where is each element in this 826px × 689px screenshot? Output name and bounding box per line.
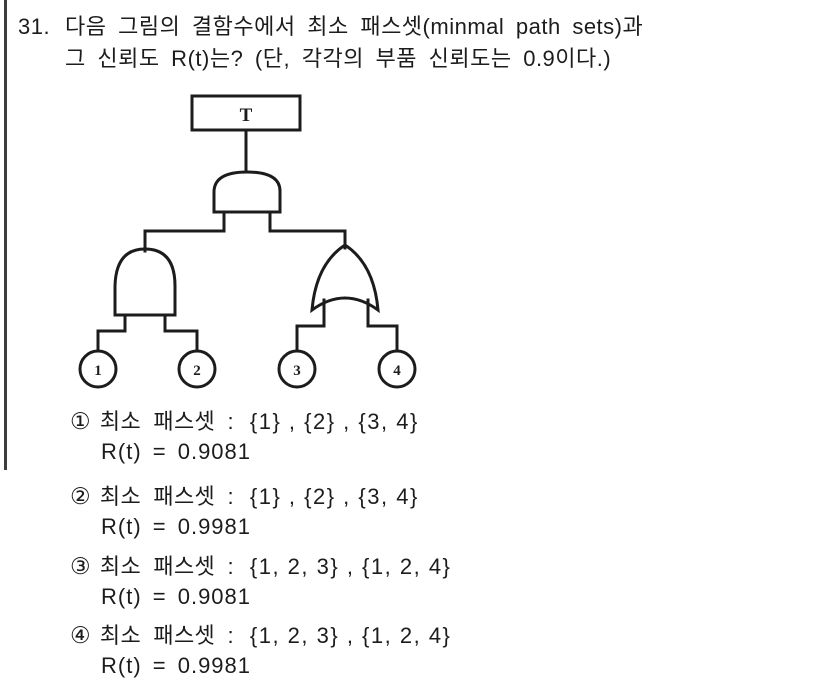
question-block: 31. 다음 그림의 결함수에서 최소 패스셋(minmal path sets… <box>18 11 643 75</box>
choice-4-sets: {1, 2, 3} , {1, 2, 4} <box>249 623 452 648</box>
question-text-line1: 다음 그림의 결함수에서 최소 패스셋(minmal path sets)과 <box>65 14 644 39</box>
basic-event-circle-1 <box>78 349 118 389</box>
choice-2-marker[interactable]: ② <box>70 483 91 509</box>
choice-4[interactable]: ④ 최소 패스셋 : {1, 2, 3} , {1, 2, 4} R(t) = … <box>70 622 451 679</box>
top-event-label: T <box>240 105 253 126</box>
left-and-gate <box>113 247 177 317</box>
left-gate-leg-1 <box>96 313 127 352</box>
choice-1-label: 최소 패스셋 : <box>99 409 234 434</box>
basic-event-circle-2 <box>177 349 217 389</box>
basic-event-circle-4 <box>377 349 417 389</box>
connector-right-branch <box>268 210 347 250</box>
choice-3-label: 최소 패스셋 : <box>99 554 234 579</box>
or-gate-leg-4 <box>366 298 399 352</box>
choice-1-marker[interactable]: ① <box>70 408 91 434</box>
choice-4-marker[interactable]: ④ <box>70 622 91 648</box>
connector-left-branch <box>143 210 226 253</box>
main-and-gate <box>212 170 282 214</box>
right-or-gate <box>310 243 380 314</box>
choice-2[interactable]: ② 최소 패스셋 : {1} , {2} , {3, 4} R(t) = 0.9… <box>70 483 419 540</box>
basic-event-label-3: 3 <box>293 363 301 379</box>
basic-event-label-2: 2 <box>193 363 201 379</box>
column-divider-line <box>4 0 7 470</box>
or-gate-leg-3 <box>295 298 326 352</box>
question-text-line2: 그 신뢰도 R(t)는? (단, 각각의 부품 신뢰도는 0.9이다.) <box>65 46 612 71</box>
basic-event-circle-3 <box>277 349 317 389</box>
basic-event-label-1: 1 <box>94 363 102 379</box>
choice-1-reliability: R(t) = 0.9081 <box>101 439 252 464</box>
basic-event-label-4: 4 <box>393 363 401 379</box>
choice-2-sets: {1} , {2} , {3, 4} <box>249 484 419 509</box>
choice-3-sets: {1, 2, 3} , {1, 2, 4} <box>249 554 452 579</box>
choice-4-label: 최소 패스셋 : <box>99 623 234 648</box>
choice-2-reliability: R(t) = 0.9981 <box>101 514 252 539</box>
choice-1-sets: {1} , {2} , {3, 4} <box>249 409 419 434</box>
choice-2-label: 최소 패스셋 : <box>99 484 234 509</box>
fault-tree-diagram: T 1 2 3 4 <box>78 94 417 389</box>
choice-4-reliability: R(t) = 0.9981 <box>101 653 252 678</box>
left-gate-leg-2 <box>163 313 199 352</box>
question-number: 31. <box>18 14 51 39</box>
choice-3-marker[interactable]: ③ <box>70 553 91 579</box>
choice-1[interactable]: ① 최소 패스셋 : {1} , {2} , {3, 4} R(t) = 0.9… <box>70 408 419 465</box>
choice-3-reliability: R(t) = 0.9081 <box>101 584 252 609</box>
choice-3[interactable]: ③ 최소 패스셋 : {1, 2, 3} , {1, 2, 4} R(t) = … <box>70 553 451 610</box>
